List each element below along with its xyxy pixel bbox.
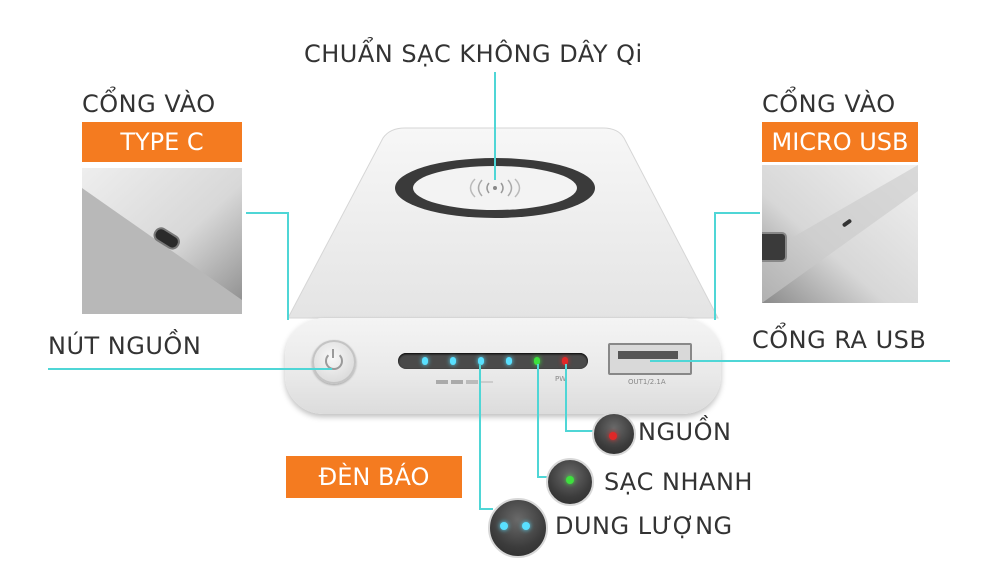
wireless-charging-label: CHUẨN SẠC KHÔNG DÂY Qi — [304, 40, 643, 68]
capacity-bubble — [488, 498, 548, 558]
capacity-leader-v — [479, 364, 481, 508]
indicator-tag: ĐÈN BÁO — [286, 456, 462, 498]
pw-marking: PW — [555, 375, 567, 383]
power-led-leader-v — [565, 364, 567, 430]
power-led — [562, 357, 568, 365]
wireless-charging-icon — [469, 178, 521, 198]
micro-usb-tag: MICRO USB — [762, 122, 918, 162]
micro-usb-port-photo — [762, 165, 918, 303]
fast-charge-led — [534, 357, 540, 365]
wireless-leader-line — [494, 72, 496, 180]
power-led-leader-h — [565, 430, 595, 432]
power-led-bubble — [592, 412, 636, 456]
capacity-label: DUNG LƯỢNG — [555, 512, 733, 540]
type-c-leader-h — [246, 212, 288, 214]
fast-charge-leader-h — [537, 476, 551, 478]
capacity-dot-2 — [522, 522, 530, 530]
type-c-port-photo — [82, 168, 242, 314]
micro-usb-port-title: CỔNG VÀO — [762, 90, 896, 118]
capacity-bars-marking — [436, 380, 493, 384]
led-indicator-strip — [398, 353, 588, 369]
capacity-leader-h — [479, 508, 493, 510]
power-button[interactable] — [312, 340, 356, 384]
usb-output-port — [608, 343, 692, 375]
capacity-led-4 — [506, 357, 512, 365]
capacity-led-1 — [422, 357, 428, 365]
fast-charge-bubble — [546, 458, 594, 506]
fast-charge-leader-v — [537, 364, 539, 476]
micro-usb-leader-v — [714, 212, 716, 320]
usb-out-leader — [650, 360, 950, 362]
usb-port-marking: OUT1/2.1A — [628, 378, 666, 386]
fast-charge-label: SẠC NHANH — [604, 468, 753, 496]
type-c-port-image — [82, 168, 242, 314]
type-c-tag: TYPE C — [82, 122, 242, 162]
power-led-dot — [609, 432, 617, 440]
power-icon — [325, 349, 343, 370]
type-c-port-title: CỔNG VÀO — [82, 90, 216, 118]
capacity-led-3 — [478, 357, 484, 365]
capacity-led-2 — [450, 357, 456, 365]
capacity-dot-1 — [500, 522, 508, 530]
fast-charge-dot — [566, 476, 574, 484]
micro-usb-port-image — [762, 165, 918, 303]
micro-usb-leader-h — [714, 212, 760, 214]
power-button-label: NÚT NGUỒN — [48, 332, 202, 360]
type-c-leader-v — [287, 212, 289, 320]
power-led-label: NGUỒN — [638, 418, 732, 446]
usb-out-label: CỔNG RA USB — [752, 326, 927, 354]
power-button-leader — [48, 368, 332, 370]
usb-port-tongue — [618, 351, 678, 359]
